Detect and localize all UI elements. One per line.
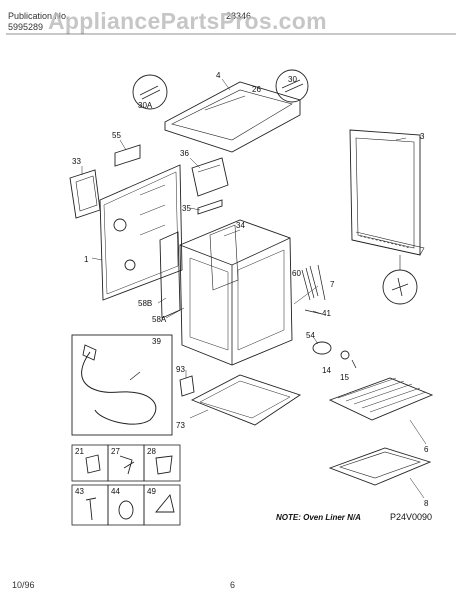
strip-35-part <box>197 199 223 215</box>
model-number: 28346 <box>226 11 252 21</box>
callout-49: 49 <box>147 487 156 496</box>
callout-58b: 58B <box>138 299 152 308</box>
callout-14: 14 <box>322 366 331 375</box>
power-cord-detail-box <box>71 334 173 436</box>
callout-54: 54 <box>306 331 315 340</box>
callout-43: 43 <box>75 487 84 496</box>
callout-7: 7 <box>330 280 335 289</box>
bottom-tray-part <box>190 374 302 426</box>
callout-15: 15 <box>340 373 349 382</box>
callout-6: 6 <box>424 445 429 454</box>
small-parts-grid <box>71 444 181 526</box>
callout-21: 21 <box>75 447 84 456</box>
callout-28: 28 <box>147 447 156 456</box>
spring-60-part <box>301 265 319 301</box>
callout-30a: 30A <box>138 101 153 110</box>
callout-36: 36 <box>180 149 189 158</box>
bracket-55-part <box>114 144 141 167</box>
oven-liner-note: NOTE: Oven Liner N/A <box>276 513 361 522</box>
publication-number: 5995289 <box>8 22 44 32</box>
callout-60: 60 <box>292 269 301 278</box>
detail-circle-30a <box>132 74 168 110</box>
oven-rack-part <box>328 377 434 421</box>
callout-26: 26 <box>252 85 261 94</box>
callout-4: 4 <box>216 71 221 80</box>
callout-93: 93 <box>176 365 185 374</box>
diagram-code: P24V0090 <box>390 512 433 522</box>
callout-73: 73 <box>176 421 185 430</box>
revision-date: 10/96 <box>12 580 35 590</box>
callout-3: 3 <box>420 132 425 141</box>
callout-1: 1 <box>84 255 89 264</box>
callout-33: 33 <box>72 157 81 166</box>
bracket-93-part <box>179 375 195 397</box>
publication-label: Publication No. <box>8 11 69 21</box>
callout-41: 41 <box>322 309 331 318</box>
vent-36-part <box>191 157 229 197</box>
callout-30: 30 <box>288 75 297 84</box>
broiler-pan-part <box>328 447 432 486</box>
callout-58a: 58A <box>152 315 167 324</box>
callout-39: 39 <box>152 337 161 346</box>
callout-34: 34 <box>236 221 245 230</box>
callout-27: 27 <box>111 447 120 456</box>
callout-44: 44 <box>111 487 120 496</box>
detail-circle-30 <box>275 69 309 103</box>
callout-35: 35 <box>182 204 191 213</box>
side-panel-part <box>99 164 183 301</box>
callout-8: 8 <box>424 499 429 508</box>
callout-55: 55 <box>112 131 121 140</box>
watermark: AppliancePartsPros.com <box>48 8 327 34</box>
knob-54-part <box>312 341 332 355</box>
page-number: 6 <box>230 580 236 590</box>
top-cover-part <box>164 81 301 153</box>
oven-body-frame <box>179 219 293 366</box>
